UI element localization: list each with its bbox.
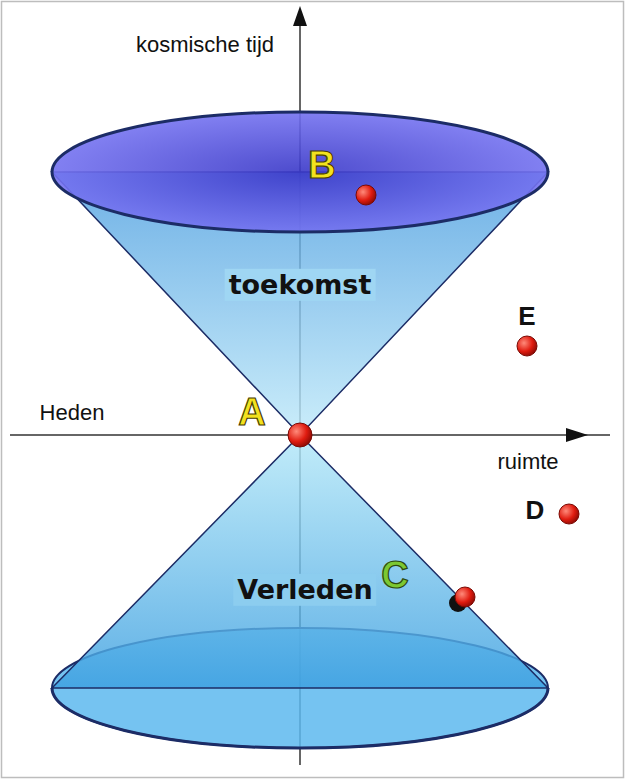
event-label: A <box>236 393 267 431</box>
event-shadow <box>449 594 467 612</box>
cone-body <box>52 435 548 688</box>
cone-cap <box>52 112 548 232</box>
event-dot <box>356 185 376 205</box>
event-label: E <box>516 303 537 329</box>
event-dot <box>288 423 312 447</box>
axis-label: kosmische tijd <box>134 34 276 56</box>
event-label: D <box>524 497 547 523</box>
axis-arrowhead <box>566 428 588 442</box>
axis-label: Heden <box>38 402 107 424</box>
axis-label: ruimte <box>495 451 560 473</box>
event-dot <box>517 336 537 356</box>
region-label: Verleden <box>233 574 376 606</box>
event-dot <box>559 504 579 524</box>
space-axis <box>10 434 610 436</box>
event-label: B <box>306 146 337 184</box>
light-cone: Verleden <box>50 433 550 753</box>
region-label: toekomst <box>225 269 376 301</box>
light-cone: toekomst <box>50 110 550 437</box>
cone-rim <box>52 688 548 748</box>
event-dot <box>455 587 475 607</box>
axis-arrowhead <box>293 6 307 26</box>
event-label: C <box>379 556 410 594</box>
